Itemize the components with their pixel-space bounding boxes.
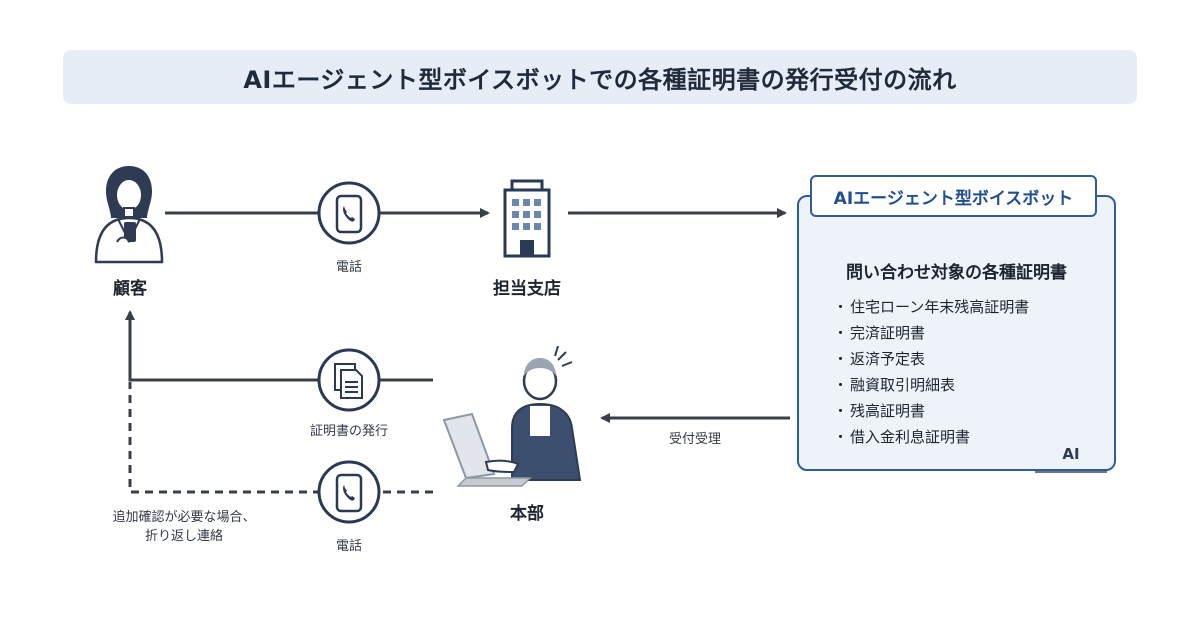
list-item: 融資取引明細表 xyxy=(833,372,1029,398)
edge-label-issue: 証明書の発行 xyxy=(309,424,388,439)
edge-label-phone-bottom: 電話 xyxy=(335,539,362,554)
callback-note-line-1: 追加確認が必要な場合、 xyxy=(112,510,256,525)
list-item: 残高証明書 xyxy=(833,398,1029,424)
callback-note-line-2: 折り返し連絡 xyxy=(144,529,223,544)
list-item: 借入金利息証明書 xyxy=(833,424,1029,450)
list-item: 住宅ローン年末残高証明書 xyxy=(833,294,1029,320)
building-icon xyxy=(503,179,551,258)
ai-voicebot-tab: AIエージェント型ボイスボット xyxy=(810,175,1097,217)
title-bar: AIエージェント型ボイスボットでの各種証明書の発行受付の流れ xyxy=(63,50,1137,104)
node-label-hq: 本部 xyxy=(510,504,544,524)
certificate-heading: 問い合わせ対象の各種証明書 xyxy=(846,263,1067,283)
page-title: AIエージェント型ボイスボットでの各種証明書の発行受付の流れ xyxy=(243,65,957,94)
phone-icon xyxy=(317,181,381,245)
list-item: 完済証明書 xyxy=(833,320,1029,346)
phone-icon-bottom xyxy=(317,460,381,524)
list-item: 返済予定表 xyxy=(833,346,1029,372)
edge-hq-customer-issue xyxy=(125,310,433,382)
robot-badge: AI xyxy=(1062,445,1080,463)
document-icon xyxy=(317,348,381,412)
node-label-customer: 顧客 xyxy=(113,279,147,299)
hq-worker-icon xyxy=(442,345,582,487)
edge-label-accept: 受付受理 xyxy=(668,432,721,447)
certificate-list: 住宅ローン年末残高証明書 完済証明書 返済予定表 融資取引明細表 残高証明書 借… xyxy=(833,294,1029,450)
callback-note: 追加確認が必要な場合、 折り返し連絡 xyxy=(92,508,276,546)
node-label-branch: 担当支店 xyxy=(493,279,561,299)
edge-label-phone-top: 電話 xyxy=(335,260,362,275)
customer-icon xyxy=(94,166,164,264)
